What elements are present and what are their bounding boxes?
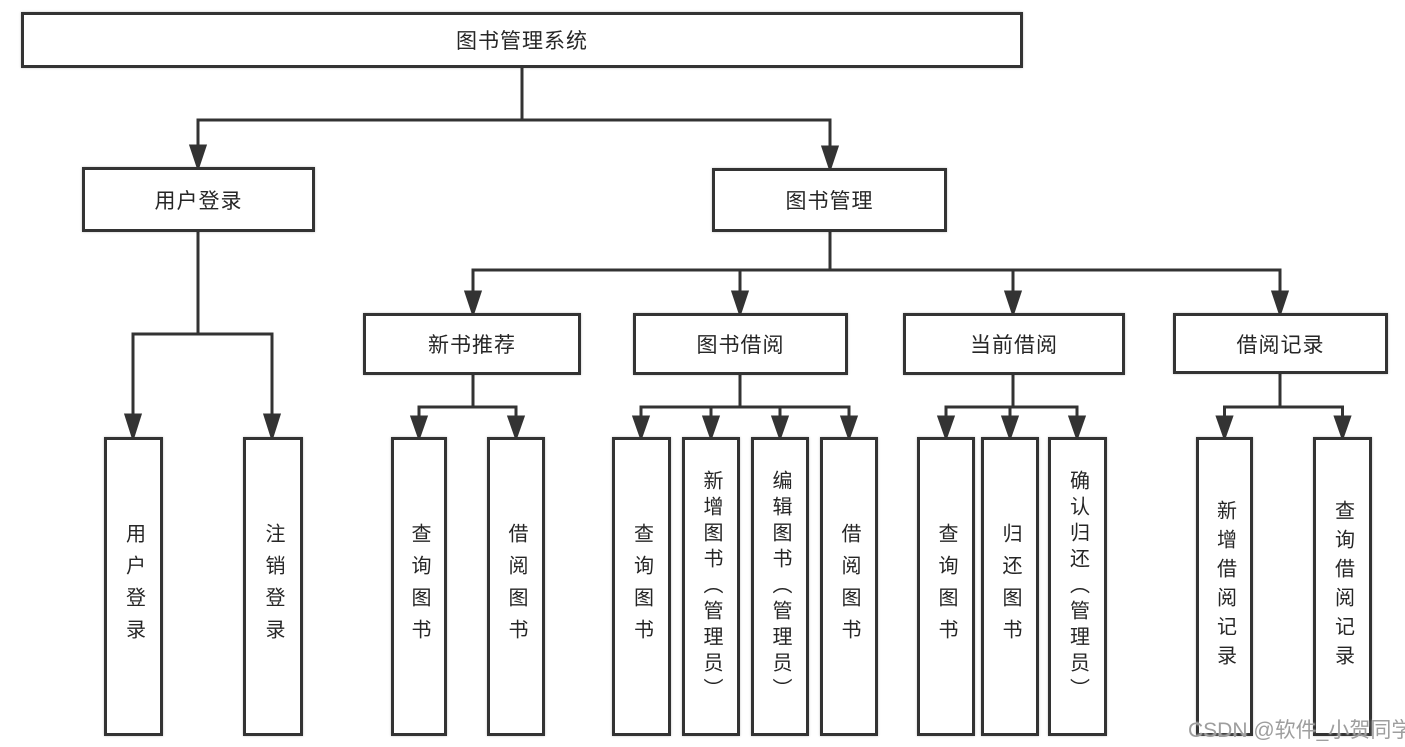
node-bb-borrow-books-label: 借阅图书	[838, 522, 860, 651]
node-root-label: 图书管理系统	[456, 30, 588, 53]
node-user-login-branch: 用户登录	[82, 167, 315, 232]
watermark: CSDN @软件_小贺同学	[1188, 719, 1405, 742]
arrowhead-user-login-leaf	[123, 413, 143, 442]
node-bb-borrow-books: 借阅图书	[820, 437, 878, 736]
node-bb-query-books-label: 查询图书	[630, 522, 653, 651]
node-user-login-leaf-label: 用户登录	[122, 522, 145, 651]
arrowhead-bb-borrow	[839, 415, 859, 442]
node-user-login-leaf: 用户登录	[104, 437, 163, 736]
arrowhead-current-borrow	[1003, 290, 1023, 318]
node-book-borrow: 图书借阅	[633, 313, 848, 375]
node-book-mgmt-branch-label: 图书管理	[785, 190, 874, 213]
node-rec-query-books-label: 查询图书	[408, 522, 430, 651]
node-br-query-record-label: 查询借阅记录	[1331, 499, 1354, 674]
node-bb-query-books: 查询图书	[612, 437, 671, 736]
node-new-book-rec: 新书推荐	[363, 313, 581, 375]
node-user-login-branch-label: 用户登录	[154, 189, 243, 213]
arrowhead-book-borrow	[730, 290, 750, 318]
node-rec-borrow-books: 借阅图书	[487, 437, 545, 736]
node-cb-query-books: 查询图书	[917, 437, 975, 736]
node-borrow-records-label: 借阅记录	[1236, 333, 1325, 357]
arrowhead-cb-confirm	[1067, 415, 1087, 442]
node-borrow-records: 借阅记录	[1173, 313, 1388, 374]
arrowhead-logout-leaf	[262, 413, 282, 442]
arrowhead-user-login	[188, 144, 208, 172]
node-new-book-rec-label: 新书推荐	[428, 334, 516, 357]
node-cb-return-books-label: 归还图书	[999, 522, 1021, 651]
arrowhead-bb-query	[631, 415, 651, 442]
node-cb-return-books: 归还图书	[981, 437, 1039, 736]
arrowhead-br-add	[1215, 415, 1234, 442]
arrowhead-cb-return	[1000, 415, 1020, 442]
node-bb-edit-books-label: 编辑图书（管理员）	[769, 469, 791, 704]
node-current-borrow: 当前借阅	[903, 313, 1125, 375]
node-current-borrow-label: 当前借阅	[970, 334, 1058, 357]
node-br-query-record: 查询借阅记录	[1313, 437, 1372, 736]
arrowhead-rec-query	[409, 415, 429, 442]
node-logout-leaf: 注销登录	[243, 437, 303, 736]
arrowhead-rec-borrow	[506, 415, 526, 442]
arrowhead-br-query	[1333, 415, 1352, 442]
node-book-mgmt-branch: 图书管理	[712, 168, 947, 232]
node-bb-add-books: 新增图书（管理员）	[682, 437, 740, 736]
node-br-add-record-label: 新增借阅记录	[1213, 499, 1236, 674]
node-rec-query-books: 查询图书	[391, 437, 447, 736]
arrowhead-new-book-rec	[463, 290, 483, 318]
arrowhead-borrow-records	[1270, 290, 1290, 318]
arrowhead-bb-edit	[770, 415, 790, 442]
arrowhead-book-mgmt	[820, 145, 840, 173]
node-cb-confirm-return: 确认归还（管理员）	[1048, 437, 1107, 736]
node-book-borrow-label: 图书借阅	[696, 334, 785, 357]
node-br-add-record: 新增借阅记录	[1196, 437, 1253, 736]
arrowhead-bb-add	[701, 415, 721, 442]
node-root: 图书管理系统	[21, 12, 1023, 68]
arrowhead-cb-query	[936, 415, 956, 442]
node-bb-add-books-label: 新增图书（管理员）	[700, 469, 722, 704]
node-logout-leaf-label: 注销登录	[262, 522, 284, 651]
node-cb-query-books-label: 查询图书	[935, 522, 957, 651]
node-rec-borrow-books-label: 借阅图书	[505, 522, 527, 651]
node-cb-confirm-return-label: 确认归还（管理员）	[1066, 469, 1089, 704]
node-bb-edit-books: 编辑图书（管理员）	[751, 437, 809, 736]
